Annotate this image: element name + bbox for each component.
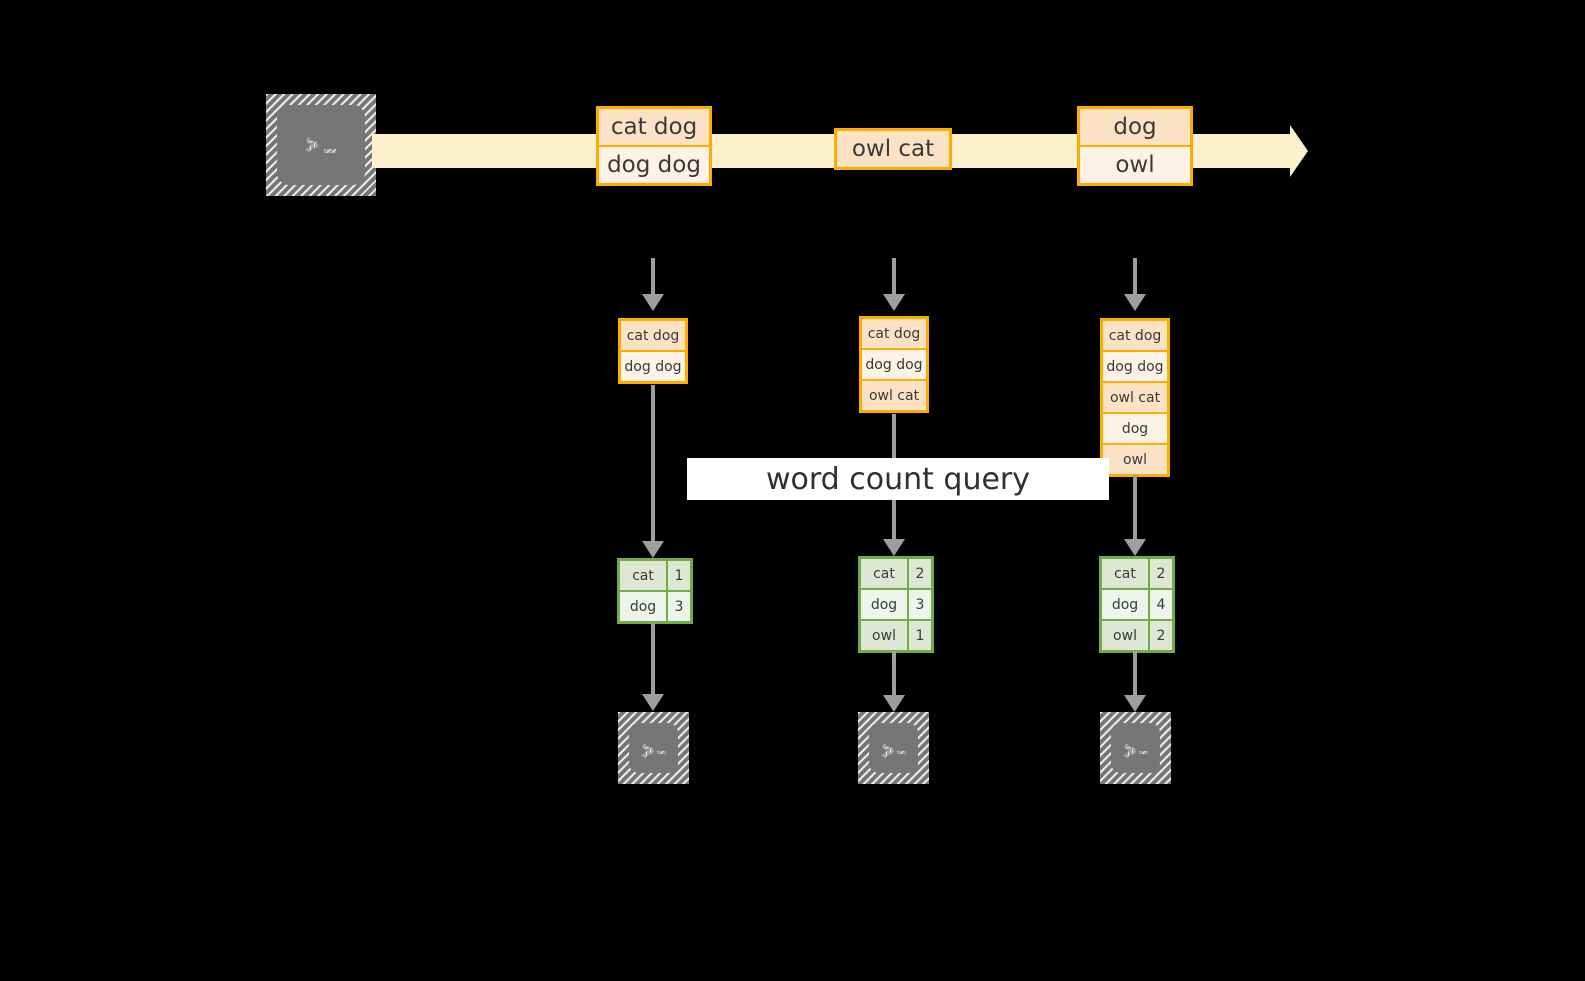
result-row: dog 3: [861, 590, 931, 619]
result-word: dog: [861, 590, 907, 619]
underscore-cursor-icon: [324, 149, 336, 153]
query-arrow-line-3: [1133, 475, 1137, 543]
query-arrow-head-1: [642, 541, 664, 558]
snapshot-records-1[interactable]: cat dog dog dog: [618, 318, 688, 384]
stream-group-2[interactable]: owl cat: [834, 128, 952, 170]
query-arrow-head-3: [1124, 539, 1146, 556]
result-row: dog 4: [1102, 590, 1172, 619]
snapshot-record: owl cat: [1103, 383, 1167, 412]
ingest-arrow-line-1: [651, 258, 655, 296]
snapshot-record: cat dog: [621, 321, 685, 350]
result-word: dog: [620, 592, 666, 621]
snapshot-records-3[interactable]: cat dog dog dog owl cat dog owl: [1100, 318, 1170, 477]
chevron-right-icon: [306, 134, 319, 156]
sink-arrow-head-3: [1124, 695, 1146, 712]
result-word: owl: [861, 621, 907, 650]
query-arrow-line-1: [651, 385, 655, 545]
terminal-screen: [869, 723, 918, 773]
source-terminal-icon: [266, 94, 376, 196]
stream-record: dog dog: [599, 147, 709, 183]
stream-record: owl cat: [837, 131, 949, 167]
ingest-arrow-line-2: [892, 258, 896, 296]
terminal-screen: [1111, 723, 1160, 773]
result-word: dog: [1102, 590, 1148, 619]
snapshot-record: dog dog: [621, 352, 685, 381]
underscore-cursor-icon: [1138, 751, 1148, 754]
sink-arrow-head-2: [883, 695, 905, 712]
result-table-2[interactable]: cat 2 dog 3 owl 1: [858, 556, 934, 653]
sink-arrow-line-3: [1133, 651, 1137, 699]
result-table-1[interactable]: cat 1 dog 3: [617, 558, 693, 624]
chevron-right-icon: [882, 740, 892, 757]
snapshot-record: cat dog: [862, 319, 926, 348]
result-row: owl 1: [861, 621, 931, 650]
sink-arrow-head-1: [642, 694, 664, 711]
result-row: owl 2: [1102, 621, 1172, 650]
result-count: 3: [909, 590, 931, 619]
ingest-arrow-line-3: [1133, 258, 1137, 296]
underscore-cursor-icon: [656, 751, 666, 754]
result-word: cat: [861, 559, 907, 588]
result-word: cat: [620, 561, 666, 590]
result-word: owl: [1102, 621, 1148, 650]
snapshot-record: owl cat: [862, 381, 926, 410]
chevron-right-icon: [1124, 740, 1134, 757]
ingest-arrow-head-1: [642, 294, 664, 311]
stream-group-3[interactable]: dog owl: [1077, 106, 1193, 186]
sink-terminal-icon-3: [1100, 712, 1171, 784]
snapshot-record: cat dog: [1103, 321, 1167, 350]
terminal-prompt-glyph: [618, 712, 689, 784]
sink-terminal-icon-1: [618, 712, 689, 784]
sink-terminal-icon-2: [858, 712, 929, 784]
snapshot-record: owl: [1103, 445, 1167, 474]
stream-record: cat dog: [599, 109, 709, 145]
result-count: 2: [1150, 621, 1172, 650]
ingest-arrow-head-2: [883, 294, 905, 311]
result-word: cat: [1102, 559, 1148, 588]
stream-record: dog: [1080, 109, 1190, 145]
result-count: 1: [668, 561, 690, 590]
terminal-screen: [277, 105, 365, 185]
result-count: 3: [668, 592, 690, 621]
sink-arrow-line-2: [892, 651, 896, 699]
snapshot-records-2[interactable]: cat dog dog dog owl cat: [859, 316, 929, 413]
terminal-prompt-glyph: [858, 712, 929, 784]
stream-record: owl: [1080, 147, 1190, 183]
result-count: 2: [1150, 559, 1172, 588]
result-row: cat 2: [1102, 559, 1172, 588]
ingest-arrow-head-3: [1124, 294, 1146, 311]
query-label: word count query: [687, 458, 1109, 500]
stream-arrow-head-icon: [1290, 125, 1308, 177]
snapshot-record: dog: [1103, 414, 1167, 443]
result-count: 1: [909, 621, 931, 650]
stream-group-1[interactable]: cat dog dog dog: [596, 106, 712, 186]
sink-arrow-line-1: [651, 623, 655, 698]
snapshot-record: dog dog: [862, 350, 926, 379]
chevron-right-icon: [642, 740, 652, 757]
underscore-cursor-icon: [896, 751, 906, 754]
result-table-3[interactable]: cat 2 dog 4 owl 2: [1099, 556, 1175, 653]
terminal-prompt-glyph: [1100, 712, 1171, 784]
result-row: cat 2: [861, 559, 931, 588]
result-row: dog 3: [620, 592, 690, 621]
snapshot-record: dog dog: [1103, 352, 1167, 381]
query-arrow-head-2: [883, 539, 905, 556]
result-count: 2: [909, 559, 931, 588]
terminal-screen: [629, 723, 678, 773]
result-count: 4: [1150, 590, 1172, 619]
result-row: cat 1: [620, 561, 690, 590]
terminal-prompt-glyph: [266, 94, 376, 196]
